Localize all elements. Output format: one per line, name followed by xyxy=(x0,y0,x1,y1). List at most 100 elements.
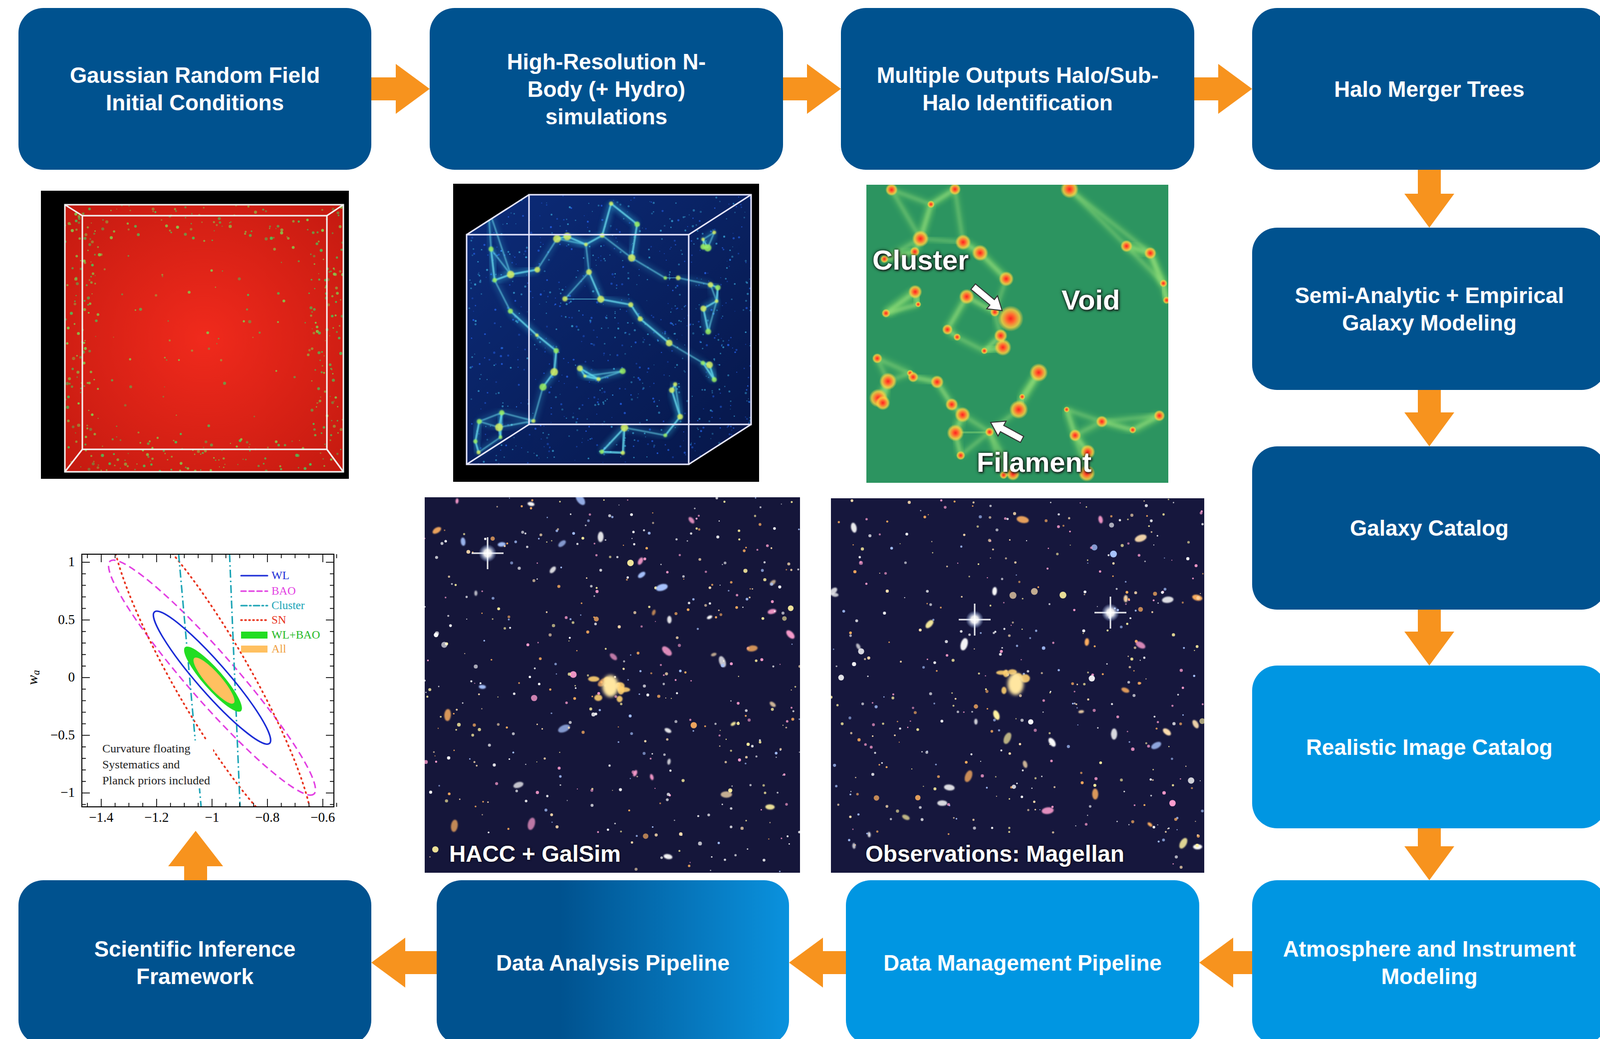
halo-knot xyxy=(476,418,482,424)
dust-dot xyxy=(529,433,531,436)
halo-blob xyxy=(1068,429,1082,442)
dust-dot xyxy=(507,354,510,357)
dust-dot xyxy=(591,343,593,345)
halo-knot xyxy=(599,449,604,454)
speckle xyxy=(161,273,164,276)
dust-dot xyxy=(495,199,498,202)
halo-knot xyxy=(663,275,668,280)
dust-dot xyxy=(520,305,523,308)
dust-dot xyxy=(568,316,570,318)
dust-dot xyxy=(543,269,546,272)
simulation-volume xyxy=(466,194,752,465)
filament xyxy=(475,421,480,442)
dust-dot xyxy=(582,257,585,259)
dust-dot xyxy=(538,303,540,305)
dust-dot xyxy=(549,226,552,229)
filament xyxy=(600,298,631,305)
speckle xyxy=(339,448,342,451)
dust-dot xyxy=(677,219,680,222)
dust-dot xyxy=(496,246,498,248)
dust-dot xyxy=(509,253,511,255)
filament-glow xyxy=(533,386,543,421)
tick-mark xyxy=(225,802,227,807)
dust-dot xyxy=(471,297,474,300)
tick-mark xyxy=(170,553,172,558)
speckle xyxy=(115,425,118,428)
image-background xyxy=(40,190,349,479)
speckle xyxy=(186,467,190,470)
speckle xyxy=(170,455,173,458)
dust-dot xyxy=(560,403,563,406)
dust-dot xyxy=(499,354,503,358)
dust-dot xyxy=(741,443,743,445)
dust-dot xyxy=(471,356,473,358)
dust-dot xyxy=(615,287,617,289)
speckle xyxy=(86,226,89,229)
tick-mark xyxy=(128,553,130,558)
dust-dot xyxy=(603,420,606,423)
speckle xyxy=(249,449,251,452)
halo-knot xyxy=(627,254,636,262)
speckle xyxy=(332,424,336,428)
dust-dot xyxy=(510,212,512,214)
dust-dot xyxy=(558,304,561,307)
tick-mark xyxy=(329,711,334,713)
filament xyxy=(533,386,543,421)
dust-dot xyxy=(559,292,562,295)
halo-blob xyxy=(1128,426,1137,434)
dust-dot xyxy=(682,216,685,219)
dust-dot xyxy=(583,215,585,217)
dust-dot xyxy=(575,445,578,448)
dust-dot xyxy=(548,391,551,394)
dust-dot xyxy=(488,358,491,361)
dust-dot xyxy=(509,283,511,286)
dust-dot xyxy=(646,299,648,301)
dust-dot xyxy=(512,448,514,451)
dust-dot xyxy=(697,428,699,430)
tick-mark xyxy=(81,642,86,644)
halo-blob xyxy=(872,353,883,364)
filament xyxy=(891,189,921,239)
dust-dot xyxy=(641,227,643,229)
dust-dot xyxy=(510,366,513,369)
dust-dot xyxy=(630,381,633,384)
speckle xyxy=(139,307,143,311)
dust-dot xyxy=(683,305,686,308)
dust-dot xyxy=(517,358,520,361)
dust-dot xyxy=(692,209,696,212)
dust-dot xyxy=(730,433,733,436)
tick-mark xyxy=(308,553,310,558)
dust-dot xyxy=(581,438,583,440)
dust-dot xyxy=(695,307,697,309)
filament-glow xyxy=(1101,415,1160,422)
dust-dot xyxy=(727,343,730,347)
halo-knot xyxy=(715,284,721,291)
speckle xyxy=(331,232,334,235)
tick-mark xyxy=(81,711,86,713)
dust-dot xyxy=(661,210,664,213)
tick-mark xyxy=(81,803,86,805)
dust-dot xyxy=(575,276,577,278)
dust-dot xyxy=(744,391,747,394)
leader-arrow xyxy=(971,283,1003,311)
dust-dot xyxy=(717,363,719,365)
dust-dot xyxy=(696,237,699,240)
tick-mark xyxy=(329,746,334,748)
dust-dot xyxy=(595,259,597,261)
tick-mark xyxy=(81,619,90,621)
speckle xyxy=(248,319,252,323)
dust-dot xyxy=(545,337,547,339)
dust-dot xyxy=(610,226,612,228)
speckle xyxy=(311,310,313,313)
dust-dot xyxy=(577,328,580,331)
dust-dot xyxy=(720,283,722,286)
dust-dot xyxy=(524,348,526,350)
filament xyxy=(601,451,623,453)
dust-dot xyxy=(566,223,569,226)
dust-dot xyxy=(601,219,604,222)
speckle xyxy=(174,440,178,444)
speckle xyxy=(103,267,106,270)
dust-dot xyxy=(621,299,623,301)
dust-dot xyxy=(486,438,489,441)
contour-group xyxy=(84,553,334,807)
